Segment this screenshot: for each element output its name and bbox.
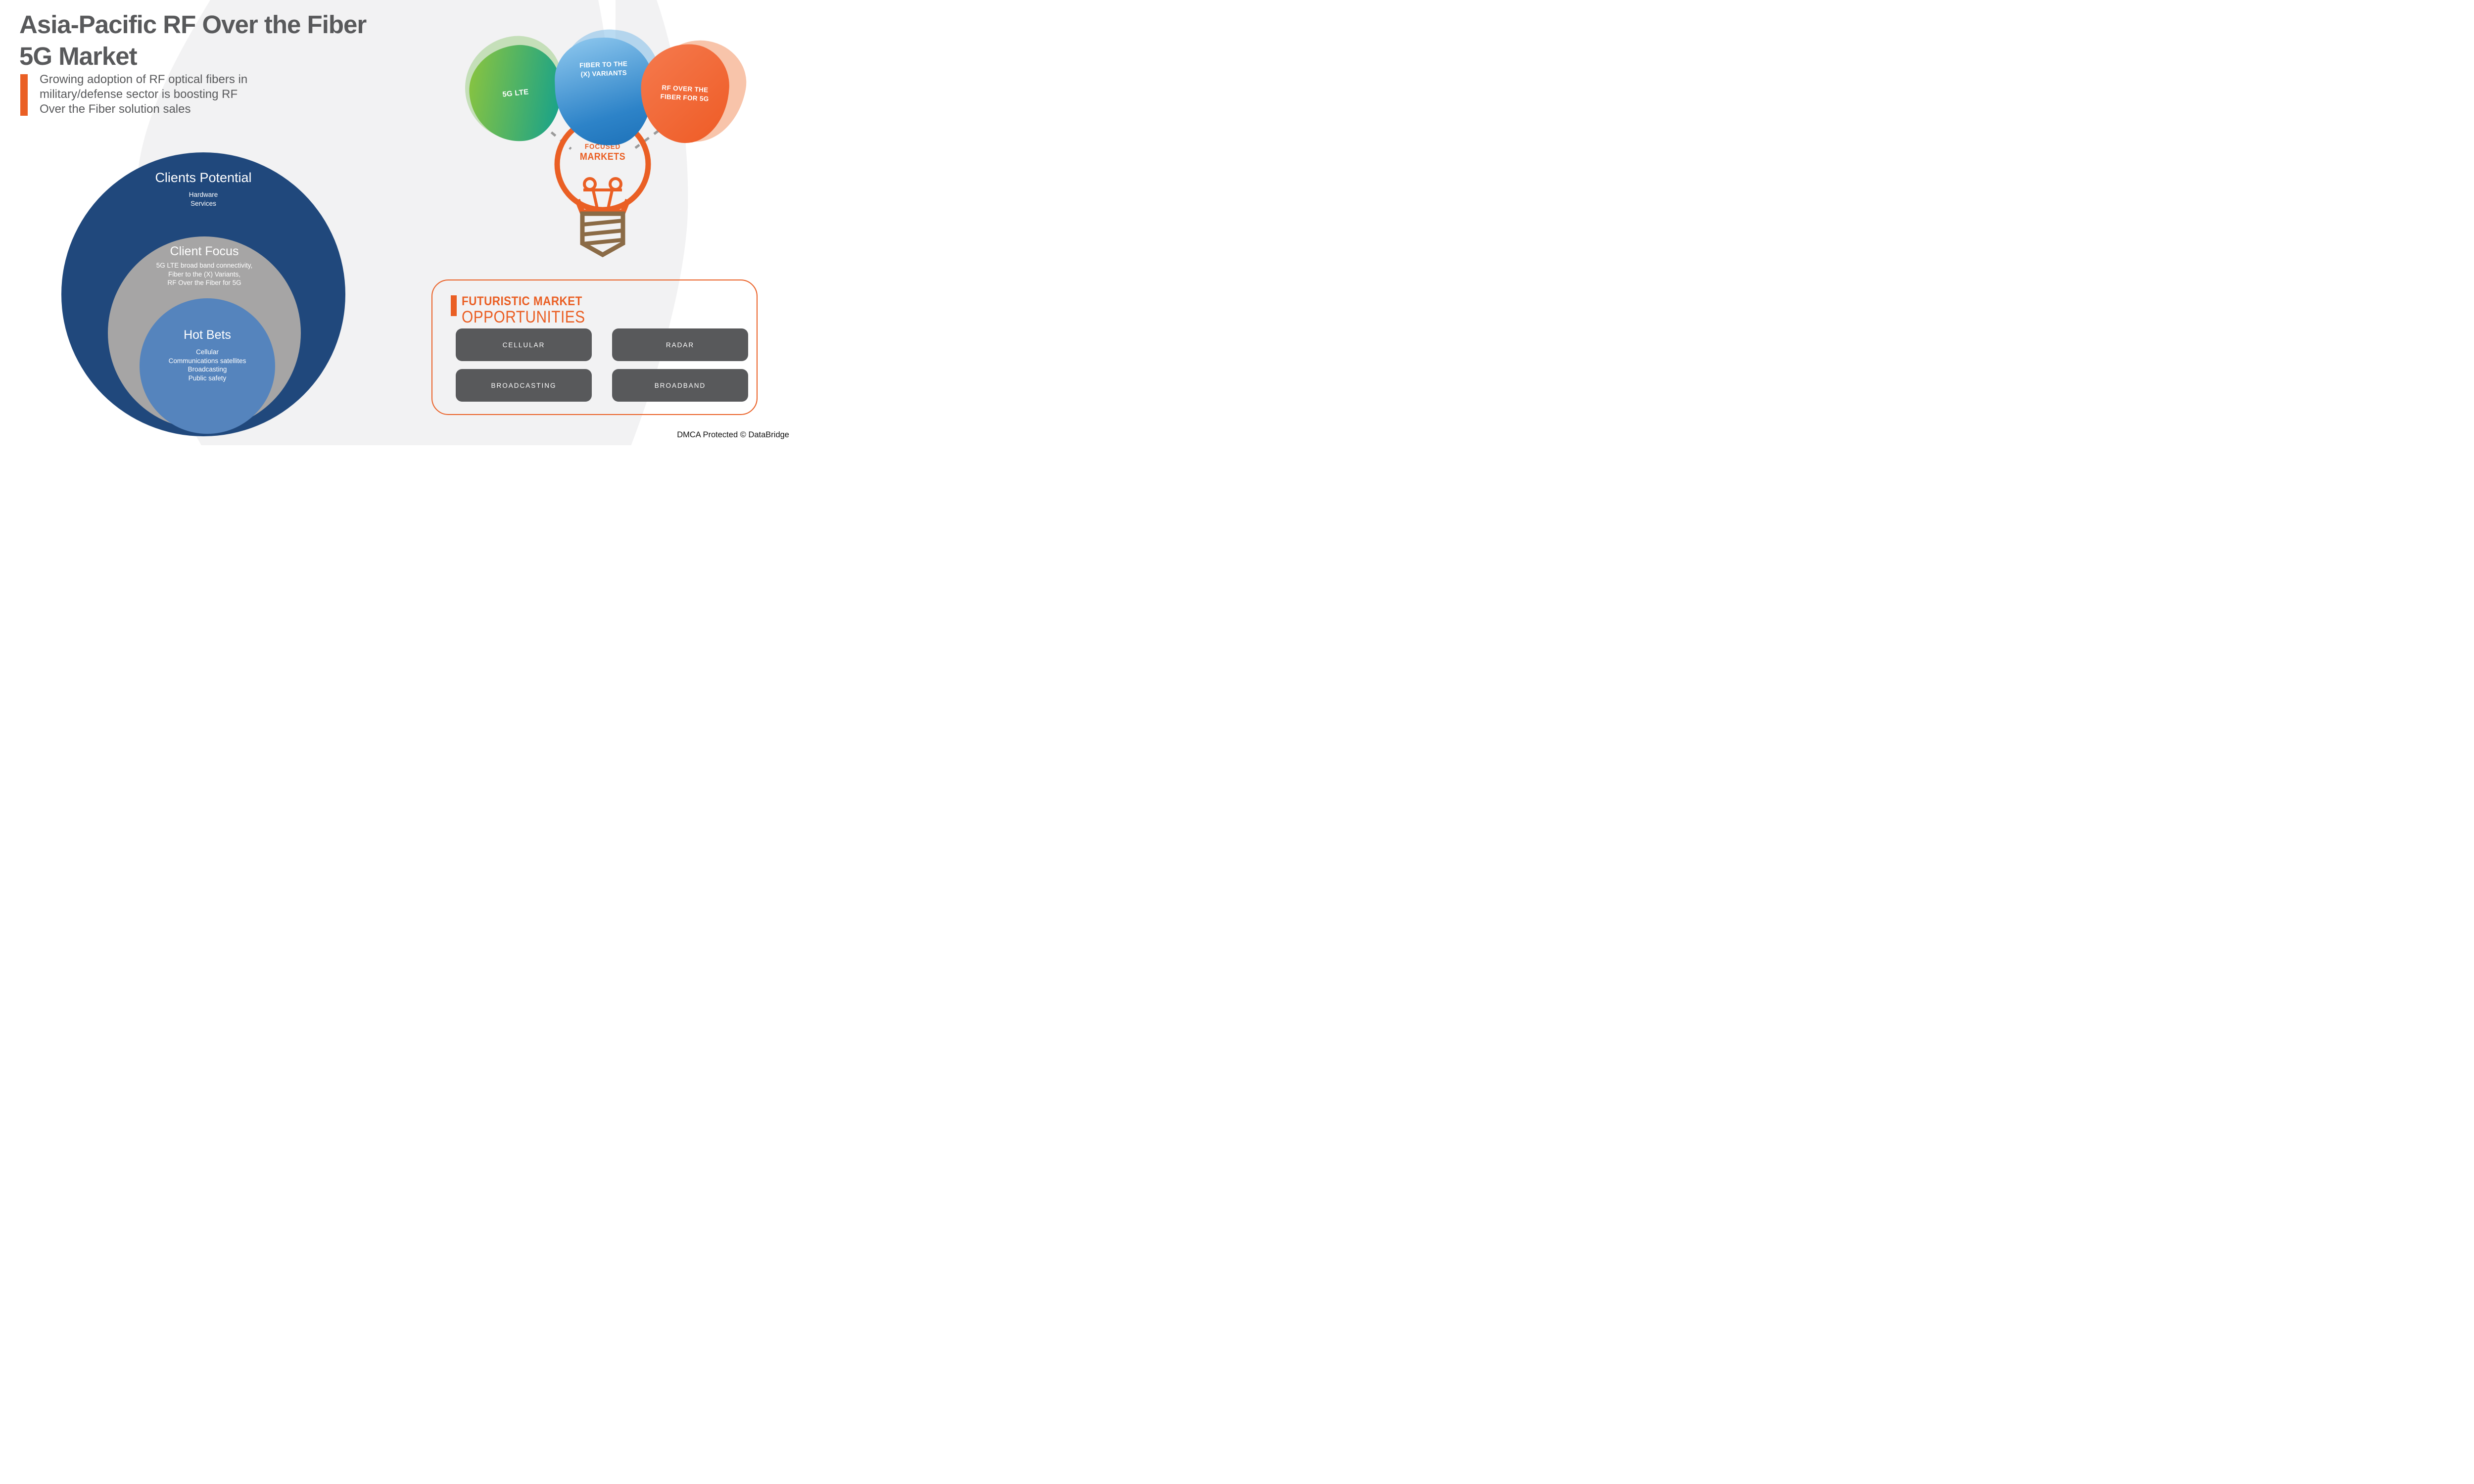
page-title: Asia-Pacific RF Over the Fiber 5G Market bbox=[19, 9, 435, 72]
subtitle-line: military/defense sector is boosting RF bbox=[40, 88, 238, 101]
venn-item: 5G LTE broad band connectivity, bbox=[156, 262, 253, 269]
venn-circle-hot-bets bbox=[140, 298, 275, 434]
venn-items-clients-potential: Hardware Services bbox=[154, 190, 253, 208]
venn-item: Hardware bbox=[189, 191, 218, 198]
venn-items-hot-bets: Cellular Communications satellites Broad… bbox=[133, 348, 282, 382]
bubble-label: RF OVER THE FIBER FOR 5G bbox=[660, 83, 710, 103]
opportunity-card-broadband: BROADBAND bbox=[607, 369, 748, 409]
bubble-label-line: FIBER FOR 5G bbox=[660, 93, 709, 103]
opportunity-card-cellular: CELLULAR bbox=[451, 328, 592, 368]
venn-title-client-focus: Client Focus bbox=[170, 244, 239, 258]
venn-item: Public safety bbox=[188, 374, 227, 382]
venn-item: Communications satellites bbox=[168, 357, 246, 365]
venn-item: Services bbox=[190, 199, 216, 207]
venn-item: Broadcasting bbox=[188, 366, 227, 373]
bubble-label-line: (X) VARIANTS bbox=[580, 69, 627, 78]
bubble-label-line: 5G LTE bbox=[502, 88, 529, 99]
bubble-label: FIBER TO THE (X) VARIANTS bbox=[579, 59, 628, 79]
subtitle-line: Over the Fiber solution sales bbox=[40, 102, 191, 116]
page-title-line2: 5G Market bbox=[19, 42, 138, 70]
opportunities-heading-line2: OPPORTUNITIES bbox=[462, 308, 585, 326]
subtitle-line: Growing adoption of RF optical fibers in bbox=[40, 73, 248, 86]
opportunities-heading-line1: FUTURISTIC MARKET bbox=[462, 294, 582, 308]
dmca-protected-notice: DMCA Protected © DataBridge bbox=[677, 430, 789, 439]
opportunity-card-radar: RADAR bbox=[607, 328, 748, 368]
opportunities-accent-bar bbox=[451, 295, 457, 316]
bulb-label-markets: MARKETS bbox=[579, 151, 626, 162]
page-subtitle: Growing adoption of RF optical fibers in… bbox=[40, 72, 297, 117]
venn-item: RF Over the Fiber for 5G bbox=[167, 279, 241, 286]
venn-item: Fiber to the (X) Variants, bbox=[168, 270, 241, 278]
venn-title-hot-bets: Hot Bets bbox=[184, 328, 231, 342]
opportunities-panel-border bbox=[431, 279, 758, 415]
venn-item: Cellular bbox=[196, 348, 219, 356]
infographic-canvas: Asia-Pacific RF Over the Fiber 5G Market… bbox=[0, 0, 792, 445]
page-title-line1: Asia-Pacific RF Over the Fiber bbox=[19, 10, 367, 39]
opportunity-card-broadcasting: BROADCASTING bbox=[451, 369, 592, 409]
bubble-label: 5G LTE bbox=[502, 88, 529, 99]
venn-items-client-focus: 5G LTE broad band connectivity, Fiber to… bbox=[130, 261, 279, 287]
subtitle-accent-bar bbox=[20, 74, 28, 116]
venn-title-clients-potential: Clients Potential bbox=[155, 170, 252, 185]
